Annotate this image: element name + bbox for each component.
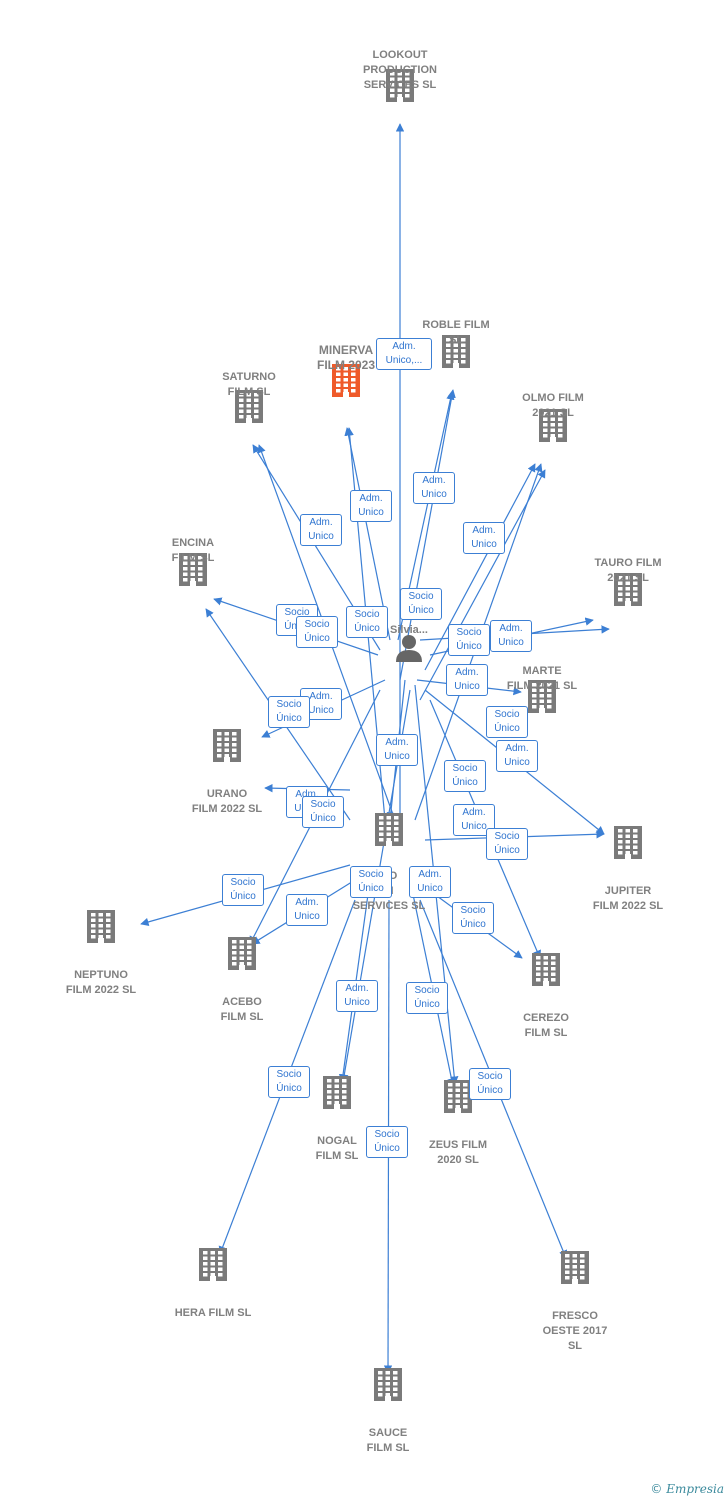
- building-icon[interactable]: [213, 729, 241, 762]
- role-badge[interactable]: Adm. Unico,...: [376, 338, 432, 370]
- building-icon[interactable]: [374, 1368, 402, 1401]
- role-badge[interactable]: Adm. Unico: [350, 490, 392, 522]
- person-icon[interactable]: [396, 635, 422, 662]
- role-badge[interactable]: Adm. Unico: [376, 734, 418, 766]
- building-icon[interactable]: [386, 69, 414, 102]
- role-badge[interactable]: Socio Único: [268, 696, 310, 728]
- role-badge[interactable]: Socio Único: [469, 1068, 511, 1100]
- role-badge[interactable]: Socio Único: [406, 982, 448, 1014]
- relationship-edge: [399, 389, 456, 681]
- role-badge[interactable]: Socio Único: [486, 828, 528, 860]
- role-badge[interactable]: Socio Único: [444, 760, 486, 792]
- role-badge[interactable]: Socio Único: [346, 606, 388, 638]
- building-icon[interactable]: [614, 826, 642, 859]
- role-badge[interactable]: Adm. Unico: [463, 522, 505, 554]
- building-icon[interactable]: [539, 409, 567, 442]
- role-badge[interactable]: Socio Único: [296, 616, 338, 648]
- building-icon[interactable]: [235, 390, 263, 423]
- building-icon[interactable]: [528, 680, 556, 713]
- building-icon[interactable]: [375, 813, 403, 846]
- role-badge[interactable]: Socio Único: [448, 624, 490, 656]
- company-label-acebo[interactable]: ACEBO FILM SL: [220, 996, 264, 1023]
- building-icon[interactable]: [199, 1248, 227, 1281]
- company-label-cerezo[interactable]: CEREZO FILM SL: [523, 1012, 569, 1039]
- role-badge[interactable]: Socio Único: [486, 706, 528, 738]
- role-badge[interactable]: Adm. Unico: [496, 740, 538, 772]
- role-badge[interactable]: Socio Único: [400, 588, 442, 620]
- building-icon[interactable]: [228, 937, 256, 970]
- building-icon[interactable]: [532, 953, 560, 986]
- role-badge[interactable]: Socio Único: [302, 796, 344, 828]
- company-label-minerva[interactable]: MINERVA FILM 2023: [316, 343, 376, 372]
- role-badge[interactable]: Socio Único: [222, 874, 264, 906]
- company-label-fresco[interactable]: FRESCO OESTE 2017 SL: [542, 1310, 608, 1352]
- building-icon[interactable]: [179, 553, 207, 586]
- building-icon[interactable]: [87, 910, 115, 943]
- company-label-urano[interactable]: URANO FILM 2022 SL: [191, 788, 263, 815]
- role-badge[interactable]: Adm. Unico: [413, 472, 455, 504]
- building-icon[interactable]: [614, 573, 642, 606]
- company-label-jupiter[interactable]: JUPITER FILM 2022 SL: [592, 885, 664, 912]
- company-label-saturno[interactable]: SATURNO FILM SL: [222, 371, 276, 398]
- role-badge[interactable]: Adm. Unico: [409, 866, 451, 898]
- building-icon[interactable]: [323, 1076, 351, 1109]
- role-badge[interactable]: Socio Único: [268, 1066, 310, 1098]
- role-badge[interactable]: Adm. Unico: [453, 804, 495, 836]
- relationship-edge: [344, 427, 391, 641]
- role-badge[interactable]: Adm. Unico: [446, 664, 488, 696]
- company-label-neptuno[interactable]: NEPTUNO FILM 2022 SL: [65, 969, 137, 996]
- role-badge[interactable]: Socio Único: [350, 866, 392, 898]
- company-label-tauro[interactable]: TAURO FILM 2021 SL: [594, 557, 662, 584]
- company-label-nogal[interactable]: NOGAL FILM SL: [315, 1135, 359, 1162]
- company-label-marte[interactable]: MARTE FILM 2021 SL: [506, 665, 578, 692]
- role-badge[interactable]: Socio Único: [452, 902, 494, 934]
- company-label-encina[interactable]: ENCINA FILM SL: [171, 537, 215, 564]
- building-icon[interactable]: [561, 1251, 589, 1284]
- company-label-hera[interactable]: HERA FILM SL: [174, 1307, 252, 1319]
- company-label-roble[interactable]: ROBLE FILM SL: [422, 319, 490, 346]
- company-label-lookout[interactable]: LOOKOUT PRODUCTION SERVICES SL: [363, 49, 437, 91]
- company-label-sauce[interactable]: SAUCE FILM SL: [366, 1427, 410, 1454]
- role-badge[interactable]: Socio Único: [366, 1126, 408, 1158]
- brand-watermark: © Empresia: [650, 1482, 724, 1496]
- relationship-edge: [419, 469, 546, 701]
- building-icon[interactable]: [332, 364, 360, 397]
- company-label-zeus[interactable]: ZEUS FILM 2020 SL: [428, 1139, 488, 1166]
- role-badge[interactable]: Adm. Unico: [490, 620, 532, 652]
- role-badge[interactable]: Adm. Unico: [336, 980, 378, 1012]
- building-icon[interactable]: [442, 335, 470, 368]
- building-icon[interactable]: [444, 1080, 472, 1113]
- role-badge[interactable]: Adm. Unico: [300, 514, 342, 546]
- relationship-edge: [424, 463, 536, 671]
- company-label-olmo[interactable]: OLMO FILM 2021 SL: [522, 392, 584, 419]
- role-badge[interactable]: Adm. Unico: [286, 894, 328, 926]
